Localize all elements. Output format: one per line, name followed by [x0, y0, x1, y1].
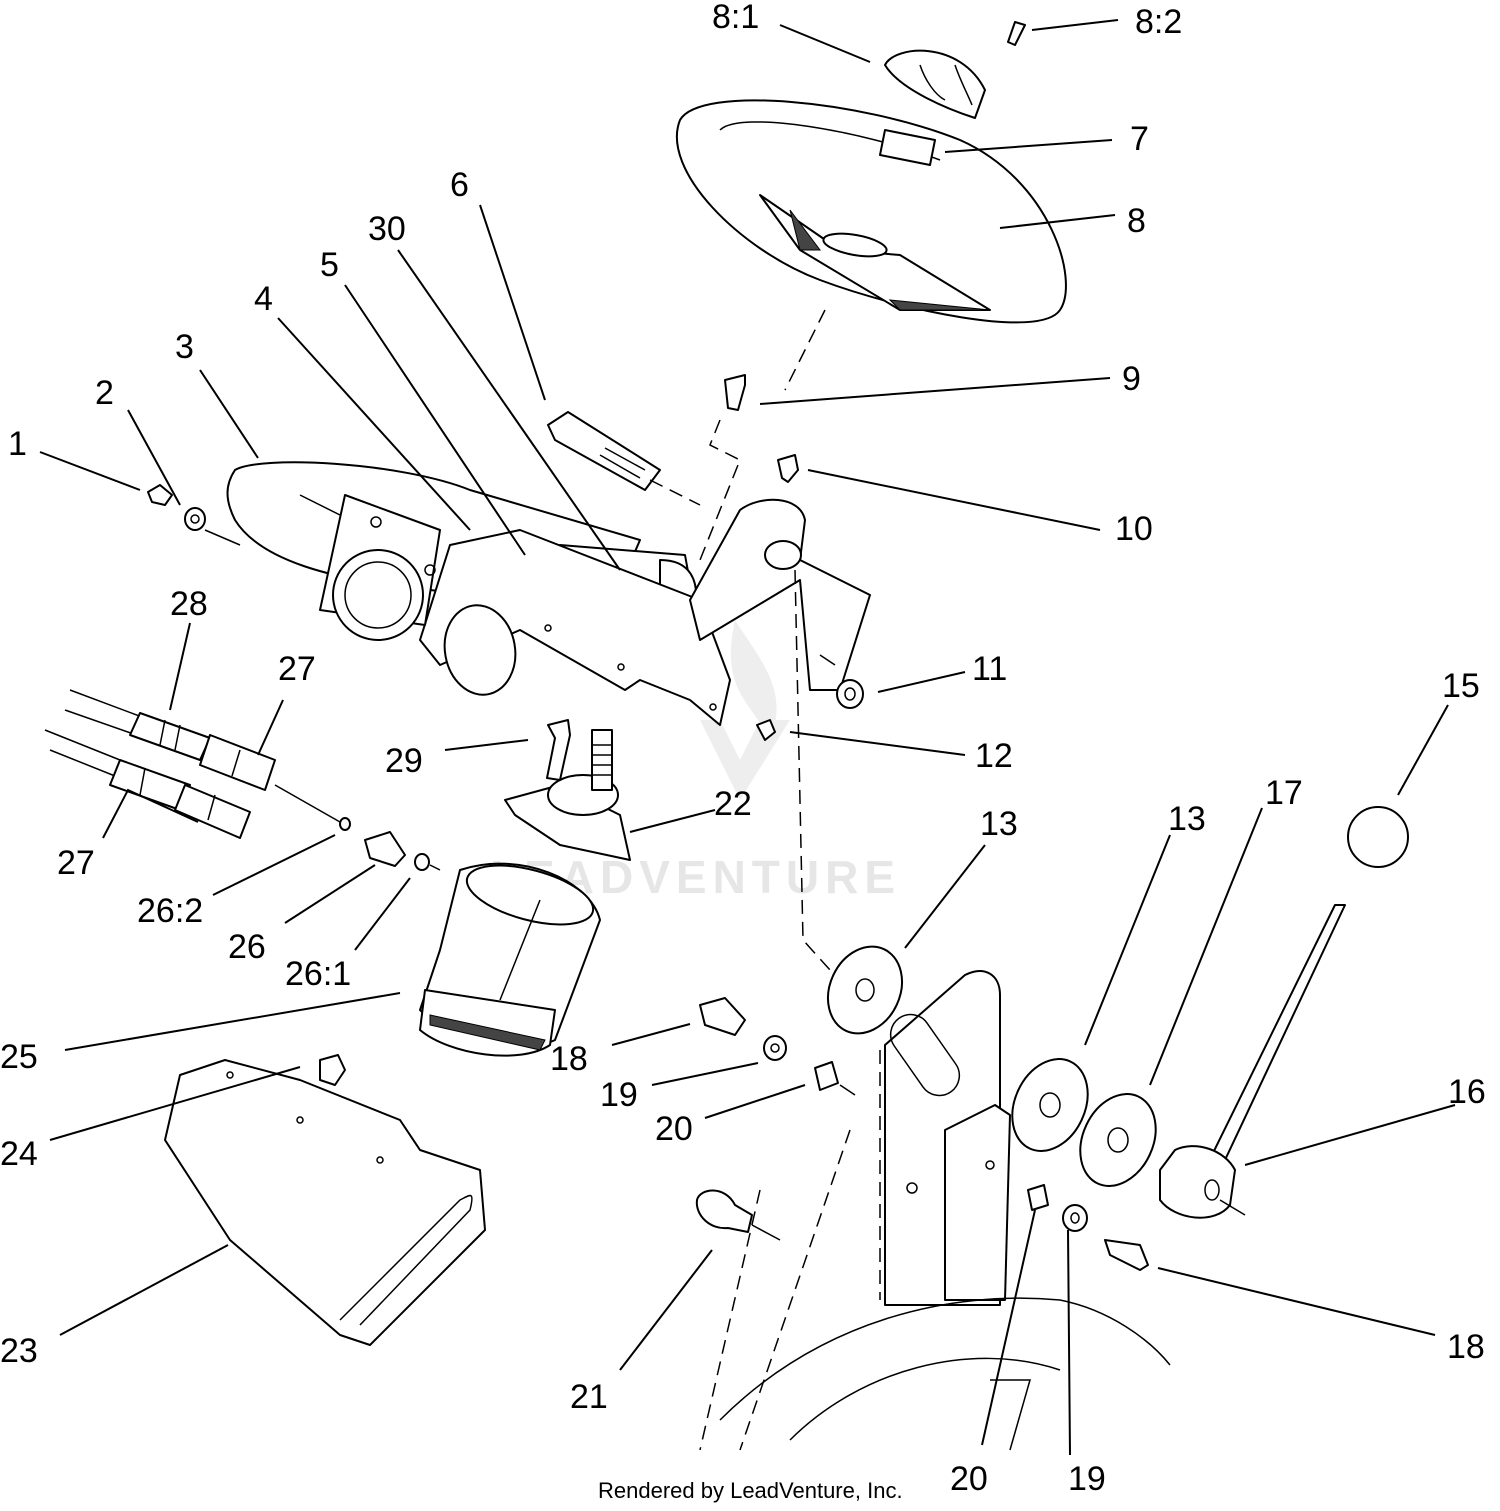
callout-5: 5 — [320, 246, 339, 284]
callout-7: 7 — [1130, 120, 1149, 158]
callout-6: 6 — [450, 166, 469, 204]
part-20-bushing-lower — [1027, 1184, 1049, 1211]
callout-27-lower: 27 — [57, 844, 95, 882]
callout-12: 12 — [975, 737, 1013, 775]
part-24-clip — [319, 1054, 346, 1086]
part-17-washer — [1079, 1093, 1157, 1187]
part-13-washer-right — [1011, 1058, 1089, 1152]
part-11-washer — [836, 679, 864, 709]
part-28-hose — [64, 689, 211, 761]
callout-4: 4 — [254, 280, 273, 318]
part-12-nut — [756, 719, 776, 741]
part-2-washer — [184, 507, 206, 531]
callout-20-upper: 20 — [655, 1110, 693, 1148]
callout-1: 1 — [8, 425, 27, 463]
callout-13-right: 13 — [1168, 800, 1206, 838]
callout-15: 15 — [1442, 667, 1480, 705]
callout-26: 26 — [228, 928, 266, 966]
part-10-screw — [777, 454, 799, 483]
part-16-lever — [1159, 904, 1346, 1219]
callout-29: 29 — [385, 742, 423, 780]
callout-8: 8 — [1127, 202, 1146, 240]
callout-10: 10 — [1115, 510, 1153, 548]
part-8-steering-wheel — [675, 99, 1067, 324]
callout-23: 23 — [0, 1332, 38, 1370]
callout-30: 30 — [368, 210, 406, 248]
callout-8-2: 8:2 — [1135, 3, 1182, 41]
part-18-bolt-upper — [699, 997, 746, 1036]
callout-8-1: 8:1 — [712, 0, 759, 36]
part-21-bushing — [695, 1189, 753, 1233]
callout-17: 17 — [1265, 774, 1303, 812]
part-25-hydraulic-motor — [419, 862, 601, 1057]
axis-line — [751, 1224, 781, 1241]
footer-credit: Rendered by LeadVenture, Inc. — [598, 1478, 903, 1503]
part-18-bolt-lower — [1104, 1239, 1149, 1271]
part-7-nut — [879, 129, 936, 166]
callout-21: 21 — [570, 1378, 608, 1416]
part-19-washer-upper — [763, 1035, 787, 1061]
part-15-knob — [1347, 806, 1409, 868]
axis-line — [794, 569, 831, 971]
part-8-2-screw — [1007, 21, 1026, 46]
part-6-pivot-bolt — [547, 411, 701, 506]
callout-19-lower: 19 — [1068, 1460, 1106, 1498]
axis-line — [204, 529, 241, 546]
part-23-cover — [164, 1059, 486, 1346]
callout-28: 28 — [170, 585, 208, 623]
callout-13-left: 13 — [980, 805, 1018, 843]
part-3-flange-plate — [319, 494, 441, 641]
axis-line — [274, 784, 441, 871]
axis-line — [839, 1084, 856, 1096]
callout-25: 25 — [0, 1038, 38, 1076]
part-4-bracket — [419, 529, 731, 726]
leader-lines — [39, 19, 1456, 1456]
part-9-screw — [724, 374, 746, 411]
callout-26-2: 26:2 — [137, 892, 203, 930]
callout-9: 9 — [1122, 360, 1141, 398]
part-13-washer-left — [827, 945, 903, 1035]
part-19-washer-lower — [1062, 1204, 1088, 1232]
axis-line — [784, 309, 826, 391]
callout-27-upper: 27 — [278, 650, 316, 688]
part-22-valve — [504, 729, 631, 861]
part-20-bushing-upper — [814, 1061, 839, 1091]
callout-24: 24 — [0, 1135, 38, 1173]
axis-line — [699, 419, 741, 561]
part-26-fitting — [339, 817, 430, 871]
callout-2: 2 — [95, 374, 114, 412]
callout-20-lower: 20 — [950, 1460, 988, 1498]
callout-18-left: 18 — [550, 1040, 588, 1078]
part-27-hose-lower — [44, 729, 251, 839]
column-support-part — [689, 498, 871, 691]
callout-11: 11 — [972, 650, 1007, 688]
part-29-bolt — [546, 719, 571, 781]
part-1-bolt — [147, 484, 173, 506]
callout-19-upper: 19 — [600, 1076, 638, 1114]
steering-frame-part — [699, 970, 1171, 1451]
callout-26-1: 26:1 — [285, 955, 351, 993]
callout-3: 3 — [175, 328, 194, 366]
callout-22: 22 — [714, 785, 752, 823]
callout-18-right: 18 — [1447, 1328, 1485, 1366]
part-8-1-cap — [884, 49, 986, 119]
part-27-hose-upper — [199, 734, 276, 791]
callout-16: 16 — [1448, 1073, 1486, 1111]
